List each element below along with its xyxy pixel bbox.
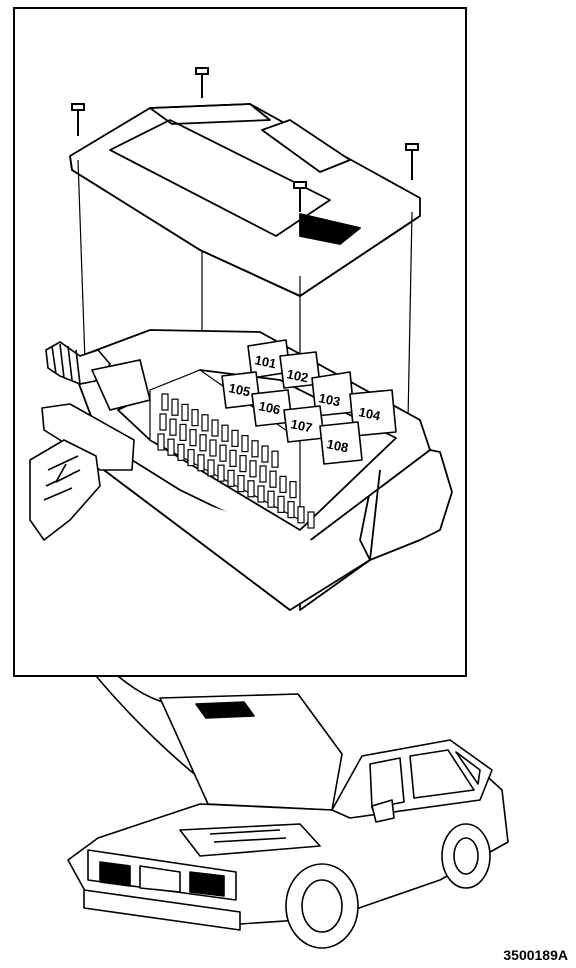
fuse-slot [221, 424, 229, 442]
fuse-slot [201, 414, 209, 432]
screw-left [71, 103, 85, 136]
fuse-slot [261, 445, 269, 463]
screw-top [195, 67, 209, 98]
fuse-slot [287, 501, 295, 519]
fuse-slot [187, 449, 195, 467]
car-illustration [67, 693, 509, 949]
fuse-slot [217, 464, 225, 482]
fuse-slot [231, 429, 239, 447]
fuse-slot [197, 454, 205, 472]
detail-frame [13, 7, 467, 677]
relay-label-108: 108 [325, 436, 349, 455]
fuse-slot [211, 419, 219, 437]
fuse-slot [297, 506, 305, 524]
relay-label-104: 104 [357, 404, 382, 423]
fuse-slot [219, 444, 227, 462]
fuse-slot [289, 481, 297, 499]
fuse-slot [179, 423, 187, 441]
relay-label-106: 106 [257, 398, 281, 417]
relay-labels: 101 102 103 104 105 106 107 108 [227, 352, 382, 455]
fuse-slot [259, 465, 267, 483]
relay-108 [319, 421, 363, 465]
fuse-slot [251, 440, 259, 458]
fuse-slot [169, 418, 177, 436]
fuse-slot [307, 511, 315, 529]
fuse-slot [229, 449, 237, 467]
fuse-slot [267, 490, 275, 508]
reference-code: 3500189A [503, 947, 568, 963]
fuse-slot [157, 433, 165, 451]
relay-label-107: 107 [289, 416, 313, 435]
fuse-box-lid [69, 103, 421, 297]
fuse-slot [181, 403, 189, 421]
fuse-slot [189, 429, 197, 447]
fuse-slot [207, 459, 215, 477]
fuse-grid [149, 369, 315, 529]
wiring-harness [45, 341, 151, 411]
fuse-slot [177, 443, 185, 461]
fuse-slot [237, 475, 245, 493]
fuse-slot [249, 460, 257, 478]
screw-center [293, 181, 307, 212]
fuse-slot [239, 455, 247, 473]
fuse-slot [199, 434, 207, 452]
car-hood-open [159, 693, 343, 811]
screw-right [405, 143, 419, 180]
fuse-slot [227, 469, 235, 487]
hand-connector [29, 403, 135, 541]
fuse-slot [269, 470, 277, 488]
screws [71, 67, 419, 212]
fuse-slot [167, 438, 175, 456]
relay-label-102: 102 [285, 366, 309, 385]
fuse-slot [171, 398, 179, 416]
fuse-slot [277, 495, 285, 513]
fuse-slot [257, 485, 265, 503]
fuse-slot [161, 393, 169, 411]
relay-label-101: 101 [253, 352, 277, 371]
fuse-slot [271, 450, 279, 468]
relay-label-103: 103 [317, 390, 341, 409]
fuse-slot [191, 409, 199, 427]
fuse-slot [159, 413, 167, 431]
relay-label-105: 105 [227, 380, 251, 399]
fuse-slot [241, 435, 249, 453]
fuse-slot [279, 475, 287, 493]
fuse-slot [247, 480, 255, 498]
fuse-slot [209, 439, 217, 457]
relay-block [221, 339, 397, 465]
